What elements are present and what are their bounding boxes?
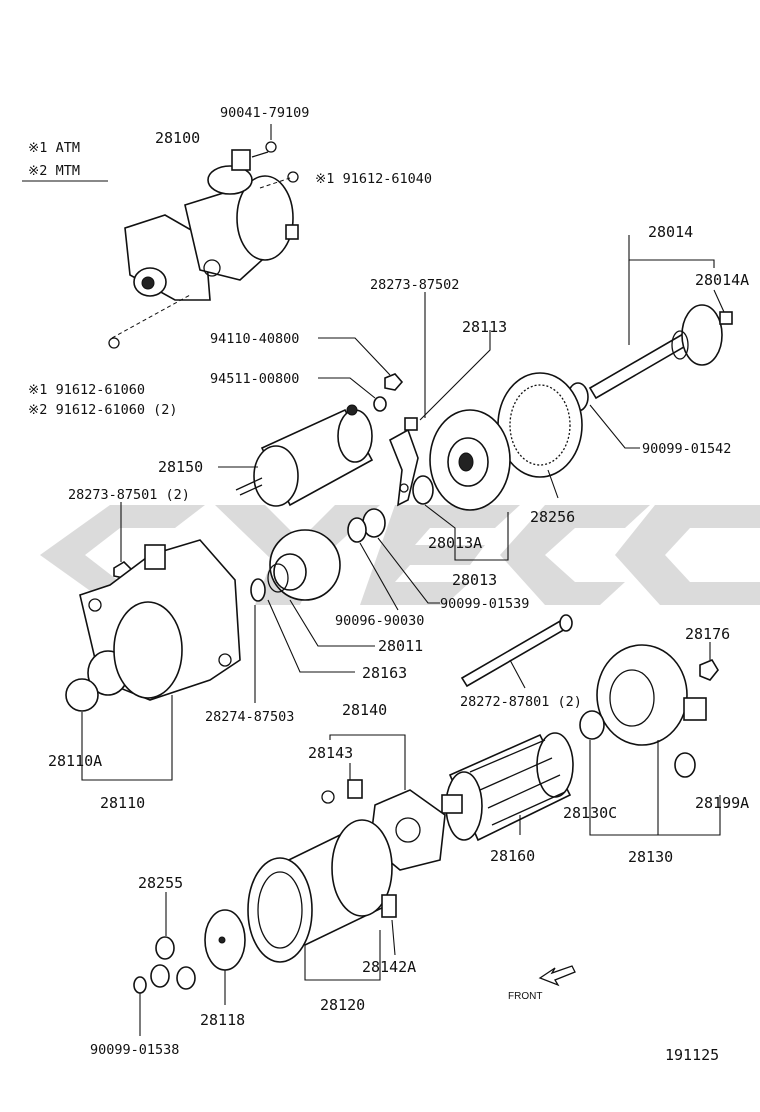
nut-icon (384, 373, 404, 391)
label-28142A: 28142A (362, 958, 416, 976)
front-label: FRONT (508, 991, 542, 1002)
magnetic-switch-drawing (235, 404, 374, 507)
end-frame-drawing (579, 644, 719, 778)
label-90099a: 90099-01542 (642, 441, 731, 457)
clutch-shaft-drawing (588, 304, 733, 400)
legend: ※1 ATM ※2 MTM (22, 140, 108, 182)
label-28255: 28255 (138, 874, 183, 892)
label-28118: 28118 (200, 1011, 245, 1029)
label-28273b: 28273-87502 (370, 277, 459, 293)
label-28013: 28013 (452, 571, 497, 589)
label-28100: 28100 (155, 129, 200, 147)
yoke-drawing (247, 819, 397, 963)
planetary-gears-drawing (150, 936, 196, 990)
legend-atm: ※1 ATM (28, 140, 80, 156)
internal-gear-drawing (497, 372, 583, 478)
label-28256: 28256 (530, 508, 575, 526)
label-91612b1: ※1 91612-61060 (28, 382, 145, 398)
washer-icon (133, 976, 147, 994)
label-28160: 28160 (490, 847, 535, 865)
label-90096: 90096-90030 (335, 613, 424, 629)
bushing-icon (404, 417, 418, 431)
label-90099b: 90099-01539 (440, 596, 529, 612)
label-28110A: 28110A (48, 752, 102, 770)
label-28272: 28272-87801 (2) (460, 694, 582, 710)
bolt-marker-icon (287, 171, 299, 183)
planetary-carrier-drawing (412, 409, 511, 511)
label-28176: 28176 (685, 625, 730, 643)
washer-icon (373, 396, 387, 412)
diagram-number: 191125 (665, 1046, 719, 1064)
legend-mtm: ※2 MTM (28, 163, 80, 179)
bolt-marker-icon (108, 337, 120, 349)
starter-clutch-drawing (250, 529, 341, 602)
label-28273a: 28273-87501 (2) (68, 487, 190, 503)
label-28014A: 28014A (695, 271, 749, 289)
label-90041: 90041-79109 (220, 105, 309, 121)
label-28274: 28274-87503 (205, 709, 294, 725)
label-28110: 28110 (100, 794, 145, 812)
label-94511: 94511-00800 (210, 371, 299, 387)
starter-assembly-drawing (124, 149, 299, 301)
label-28130: 28130 (628, 848, 673, 866)
label-28130C: 28130C (563, 804, 617, 822)
label-28011: 28011 (378, 637, 423, 655)
label-28143: 28143 (308, 744, 353, 762)
starter-housing-drawing (65, 539, 241, 712)
front-arrow-icon (538, 965, 576, 987)
armature-drawing (441, 732, 574, 842)
label-90099c: 90099-01538 (90, 1042, 179, 1058)
nut-icon (265, 141, 277, 153)
label-28013A: 28013A (428, 534, 482, 552)
label-28150: 28150 (158, 458, 203, 476)
washer-icon (347, 517, 367, 543)
label-28113: 28113 (462, 318, 507, 336)
through-bolt-drawing (460, 614, 573, 688)
label-28014: 28014 (648, 223, 693, 241)
label-91612a: ※1 91612-61040 (315, 171, 432, 187)
label-28163: 28163 (362, 664, 407, 682)
label-28120: 28120 (320, 996, 365, 1014)
label-28140: 28140 (342, 701, 387, 719)
label-91612b2: ※2 91612-61060 (2) (28, 402, 177, 418)
label-94110: 94110-40800 (210, 331, 299, 347)
label-28199A: 28199A (695, 794, 749, 812)
